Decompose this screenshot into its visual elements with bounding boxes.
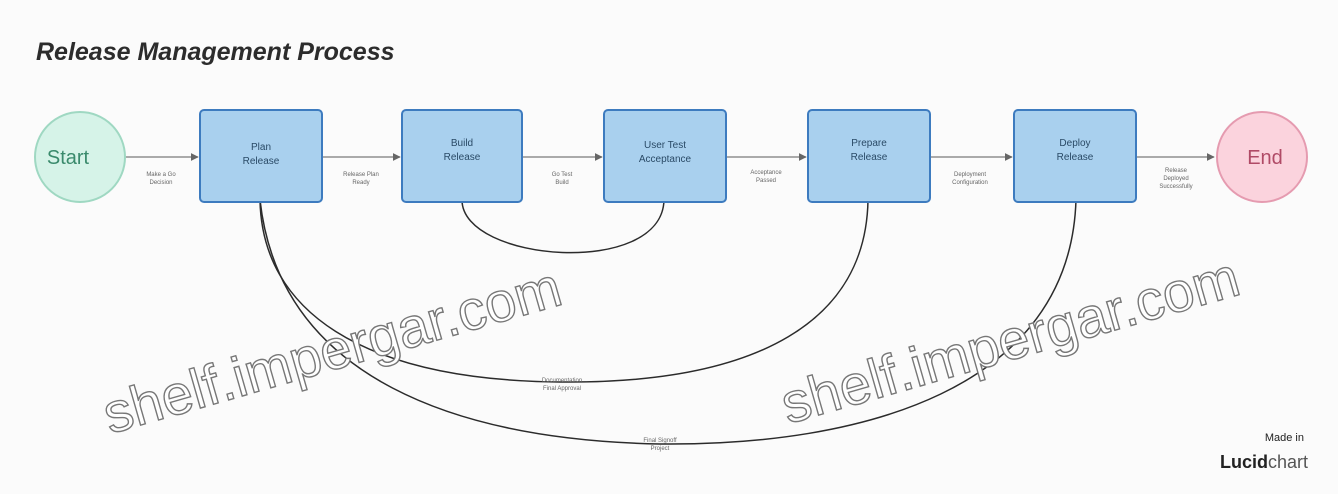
end-circle xyxy=(1216,111,1308,203)
box-deploy-release-line1: Deploy xyxy=(1059,138,1090,149)
process-boxes: Plan Release Build Release User Test Acc… xyxy=(199,109,1137,203)
loops xyxy=(259,199,1077,445)
edge-label-deploy-end-3: Successfully xyxy=(1159,184,1192,190)
box-build-release-line1: Build xyxy=(451,138,473,149)
brand-light: chart xyxy=(1267,452,1308,472)
made-in-label: Made in xyxy=(1264,432,1304,444)
box-user-test-line2: Acceptance xyxy=(639,154,692,165)
end-node: End xyxy=(1216,111,1308,203)
edge-label-start-plan-2: Decision xyxy=(149,180,172,186)
edge-label-plan-build-1: Release Plan xyxy=(343,172,379,178)
edge-label-build-test-2: Build xyxy=(555,180,568,186)
end-label: End xyxy=(1247,147,1283,169)
box-plan-release-line1: Plan xyxy=(251,142,271,153)
loop-plan-prepare xyxy=(259,199,869,383)
box-build-release: Build Release xyxy=(401,109,523,203)
loop-build-test xyxy=(461,199,665,254)
loop-plan-deploy xyxy=(259,199,1077,445)
edge-label-loop-plan-deploy-1: Final Signoff xyxy=(643,438,677,444)
box-prepare-release: Prepare Release xyxy=(807,109,931,203)
edge-label-deploy-end-1: Release xyxy=(1165,168,1188,174)
lucidchart-logo: Lucidchart xyxy=(1220,452,1308,473)
brand-bold: Lucid xyxy=(1219,452,1268,472)
edge-label-plan-build-2: Ready xyxy=(352,180,369,186)
edge-label-build-test-1: Go Test xyxy=(552,172,573,178)
edge-label-prepare-deploy-2: Configuration xyxy=(952,180,988,186)
edge-label-loop-plan-deploy-2: Project xyxy=(651,446,670,452)
start-node: Start xyxy=(34,111,126,203)
edge-label-test-prepare-1: Acceptance xyxy=(750,170,782,176)
edge-label-prepare-deploy-1: Deployment xyxy=(954,172,986,178)
edge-label-start-plan-1: Make a Go xyxy=(146,172,176,178)
box-plan-release: Plan Release xyxy=(199,109,323,203)
box-user-test-acceptance: User Test Acceptance xyxy=(603,109,727,203)
watermarks: shelf.impergar.com shelf.impergar.com xyxy=(95,244,1247,446)
box-prepare-release-line1: Prepare xyxy=(851,138,887,149)
start-label: Start xyxy=(47,147,90,169)
box-user-test-line1: User Test xyxy=(644,140,686,151)
box-plan-release-line2: Release xyxy=(243,156,280,167)
box-prepare-release-line2: Release xyxy=(851,152,888,163)
edge-label-test-prepare-2: Passed xyxy=(756,178,776,184)
edge-labels: Make a Go Decision Release Plan Ready Go… xyxy=(146,168,1192,452)
start-circle xyxy=(34,111,126,203)
edge-label-loop-plan-prepare-2: Final Approval xyxy=(543,386,581,392)
box-deploy-release: Deploy Release xyxy=(1013,109,1137,203)
edge-label-deploy-end-2: Deployed xyxy=(1163,176,1188,182)
box-build-release-line2: Release xyxy=(444,152,481,163)
watermark-left: shelf.impergar.com xyxy=(96,255,568,446)
edge-label-loop-plan-prepare-1: Documentation xyxy=(542,378,582,384)
diagram-title: Release Management Process xyxy=(36,38,395,66)
watermark-right: shelf.impergar.com xyxy=(774,245,1246,436)
box-deploy-release-line2: Release xyxy=(1057,152,1094,163)
